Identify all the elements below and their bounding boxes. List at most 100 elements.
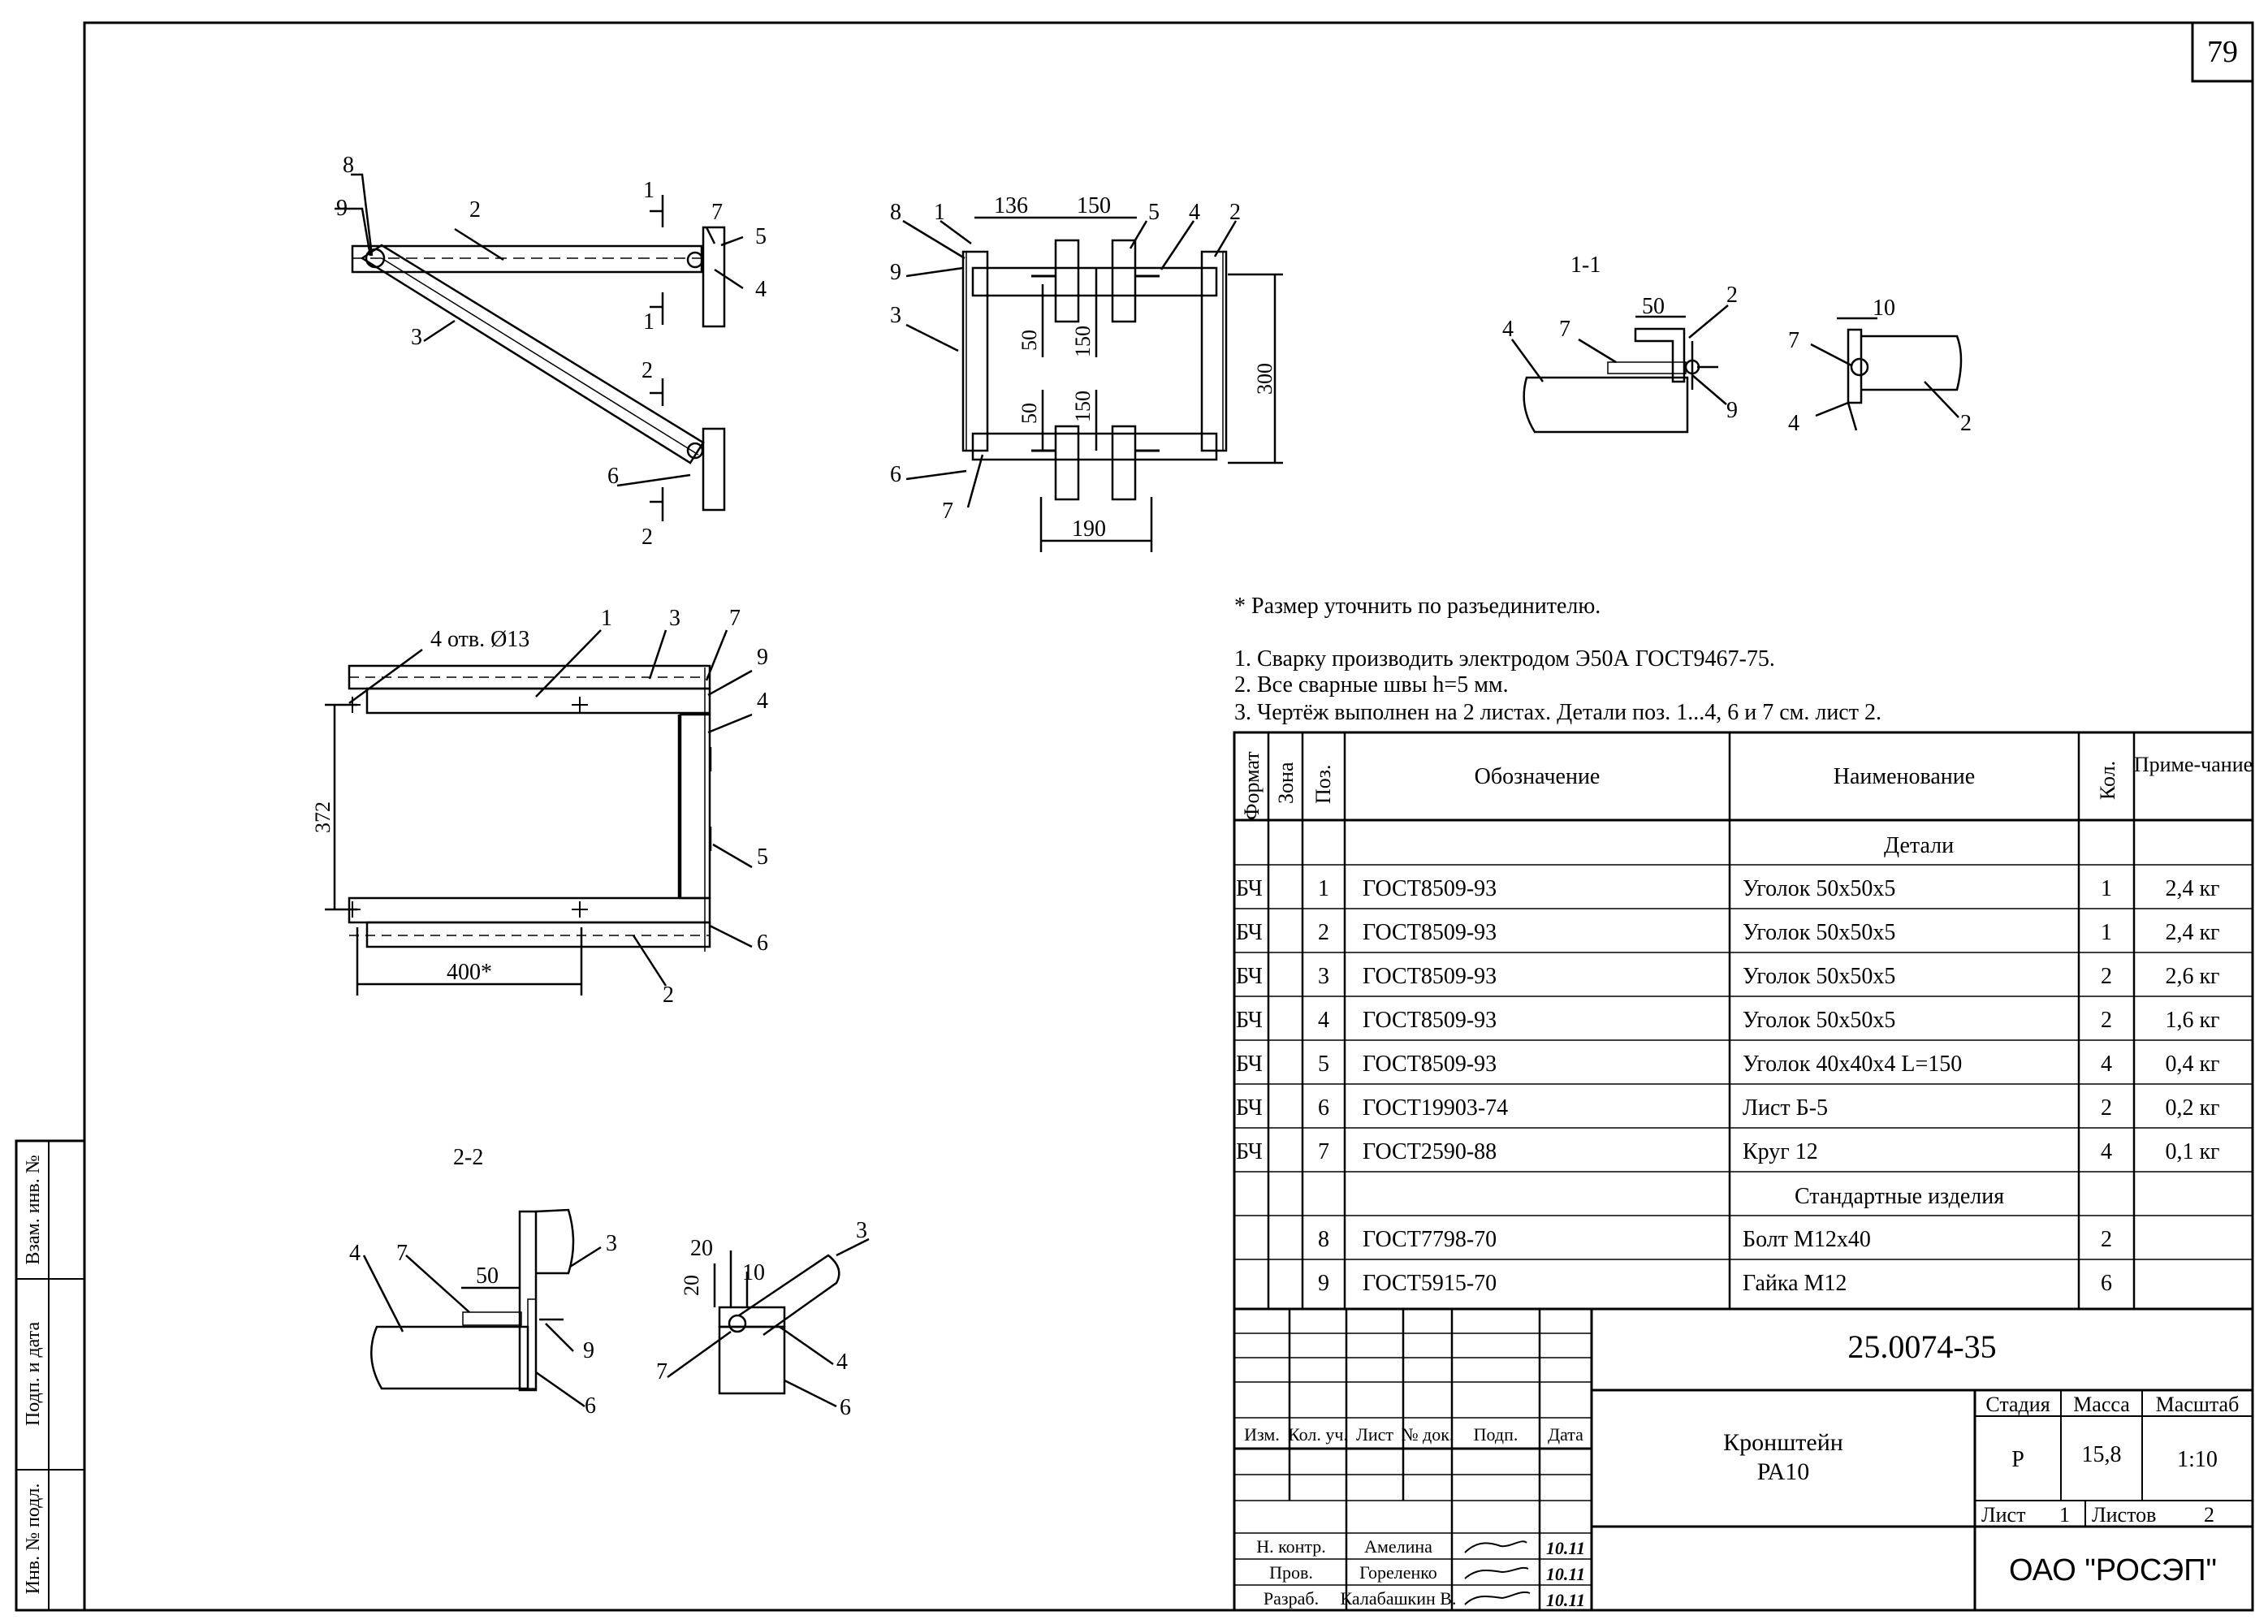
header-name: Наименование xyxy=(1834,764,1975,789)
side-label-4: 4 xyxy=(755,277,767,302)
std-row-name: Болт М12х40 xyxy=(1743,1227,1871,1252)
front-dim-150b: 150 xyxy=(1071,391,1095,422)
drawing-subtitle: РА10 xyxy=(1757,1458,1810,1485)
plan-label-3: 3 xyxy=(669,606,680,631)
mass-header: Масса xyxy=(2073,1393,2130,1416)
tb-header-sign: Подп. xyxy=(1474,1424,1518,1445)
front-label-9: 9 xyxy=(890,260,901,285)
front-view-labels: 8 1 9 3 6 7 5 4 2 136 150 50 150 50 150 … xyxy=(890,193,1277,542)
s22-label-7b: 7 xyxy=(656,1359,667,1384)
row-pos: 4 xyxy=(1318,1008,1329,1033)
row-note: 2,4 кг xyxy=(2165,876,2219,901)
drawing-frame xyxy=(83,21,2254,1612)
row-format: БЧ xyxy=(1236,920,1263,945)
s22-label-4: 4 xyxy=(349,1241,361,1266)
front-label-5: 5 xyxy=(1148,200,1160,225)
spec-table-headers: Формат Зона Поз. Обозначение Наименовани… xyxy=(1240,751,2253,820)
std-row-designation: ГОСТ7798-70 xyxy=(1363,1227,1497,1252)
document-code: 25.0074-35 xyxy=(1847,1328,1996,1365)
tb-header-kol: Кол. уч. xyxy=(1288,1424,1348,1445)
row-qty: 2 xyxy=(2101,964,2112,989)
front-label-8: 8 xyxy=(890,200,901,225)
tb-header-list: Лист xyxy=(1356,1424,1393,1445)
header-designation: Обозначение xyxy=(1475,764,1601,789)
page-number: 79 xyxy=(2207,35,2238,69)
plan-label-1: 1 xyxy=(601,606,612,631)
header-qty: Кол. xyxy=(2096,761,2119,800)
plan-label-9: 9 xyxy=(757,645,768,670)
plan-dim-372: 372 xyxy=(311,801,335,833)
s11-label-2b: 2 xyxy=(1960,411,1972,436)
side-label-1b: 1 xyxy=(643,309,654,335)
side-label-1a: 1 xyxy=(643,178,654,203)
plan-label-6: 6 xyxy=(757,931,768,956)
row-designation: ГОСТ2590-88 xyxy=(1363,1139,1497,1164)
row-note: 0,4 кг xyxy=(2165,1052,2219,1077)
row-pos: 2 xyxy=(1318,920,1329,945)
scale-header: Масштаб xyxy=(2156,1393,2240,1416)
side-label-2b: 2 xyxy=(642,525,653,550)
front-label-2: 2 xyxy=(1229,200,1241,225)
s11-dim-50: 50 xyxy=(1642,294,1665,319)
row-qty: 2 xyxy=(2101,1008,2112,1033)
tb-header-doc: № док. xyxy=(1402,1424,1454,1445)
row-name: Лист Б-5 xyxy=(1743,1095,1828,1121)
s22-label-3: 3 xyxy=(606,1231,617,1256)
front-label-7: 7 xyxy=(942,499,953,524)
page-number-box xyxy=(2191,21,2254,83)
scale-value: 1:10 xyxy=(2177,1447,2218,1472)
s22-label-3b: 3 xyxy=(856,1218,867,1243)
row-name: Уголок 50х50х5 xyxy=(1743,920,1895,945)
row-name: Круг 12 xyxy=(1743,1139,1818,1164)
front-dim-50a: 50 xyxy=(1017,330,1041,351)
row-note: 2,4 кг xyxy=(2165,920,2219,945)
s11-label-4: 4 xyxy=(1502,317,1514,342)
stage-value: Р xyxy=(2011,1447,2024,1472)
section-1-1-title: 1-1 xyxy=(1570,253,1601,278)
front-dim-150a: 150 xyxy=(1071,326,1095,357)
std-row-pos: 8 xyxy=(1318,1227,1329,1252)
side-label-8: 8 xyxy=(343,153,354,178)
section-1-1-labels: 1-1 4 7 2 9 7 4 2 50 10 xyxy=(1502,253,1972,436)
row-format: БЧ xyxy=(1236,1008,1263,1033)
title-block-headers: Изм. Кол. уч. Лист № док. Подп. Дата xyxy=(1244,1424,1583,1445)
sheet-value: 1 xyxy=(2059,1503,2070,1527)
front-label-1: 1 xyxy=(934,200,945,225)
row-name: Уголок 50х50х5 xyxy=(1743,1008,1895,1033)
signer-role-2: Пров. xyxy=(1269,1562,1313,1583)
note-1: 1. Сварку производить электродом Э50А ГО… xyxy=(1234,646,1775,672)
s22-dim-20b: 20 xyxy=(680,1275,703,1296)
front-label-6: 6 xyxy=(890,462,901,487)
plan-label-5: 5 xyxy=(757,844,768,870)
side-label-5: 5 xyxy=(755,224,767,249)
header-note: Приме-чание xyxy=(2134,753,2253,776)
row-name: Уголок 50х50х5 xyxy=(1743,876,1895,901)
front-dim-150: 150 xyxy=(1077,193,1111,218)
row-qty: 1 xyxy=(2101,876,2112,901)
section-2-2 xyxy=(362,1208,870,1408)
s22-label-4b: 4 xyxy=(836,1350,848,1375)
signer-role-3: Разраб. xyxy=(1264,1588,1319,1609)
row-name: Уголок 50х50х5 xyxy=(1743,964,1895,989)
signer-date-1: 10.11 xyxy=(1546,1538,1585,1558)
row-note: 2,6 кг xyxy=(2165,964,2219,989)
left-margin-strip: Инв. № подл. Подп. и дата Взам. инв. № xyxy=(15,1139,86,1612)
tb-header-izm: Изм. xyxy=(1244,1424,1280,1445)
section-standard: Стандартные изделия xyxy=(1795,1184,2004,1209)
row-format: БЧ xyxy=(1236,964,1263,989)
signer-name-2: Гореленко xyxy=(1359,1562,1437,1583)
plan-view xyxy=(325,629,753,996)
section-2-2-title: 2-2 xyxy=(453,1145,483,1170)
plan-label-7: 7 xyxy=(729,606,741,631)
header-zone: Зона xyxy=(1274,762,1298,804)
s22-label-9: 9 xyxy=(583,1338,594,1363)
section-2-2-labels: 2-2 4 7 3 9 6 3 7 4 6 50 20 20 10 xyxy=(349,1145,867,1420)
sheets-value: 2 xyxy=(2204,1503,2214,1527)
row-qty: 2 xyxy=(2101,1095,2112,1121)
s11-label-2: 2 xyxy=(1726,283,1738,308)
spec-table-body: Детали Стандартные изделия xyxy=(1795,833,2004,1209)
margin-label-replace: Взам. инв. № xyxy=(23,1155,44,1264)
row-pos: 6 xyxy=(1318,1095,1329,1121)
row-format: БЧ xyxy=(1236,1139,1263,1164)
